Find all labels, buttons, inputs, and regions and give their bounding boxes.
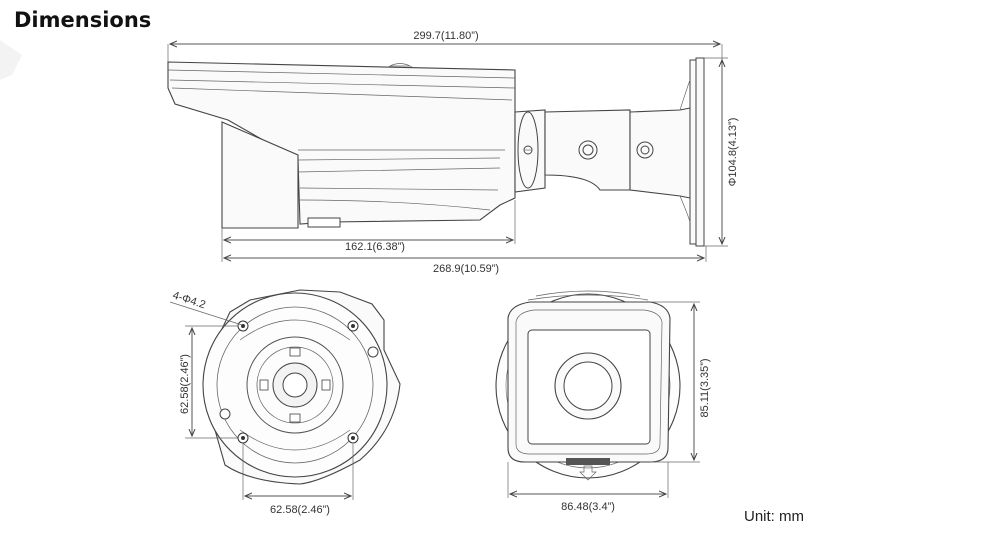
body-length-label: 268.9(10.59”) — [433, 263, 499, 275]
overall-length-label: 299.7(11.80”) — [413, 30, 478, 42]
connector-tab — [307, 217, 341, 228]
front-height-label: 85.11(3.35”) — [699, 358, 711, 417]
hole-spacing-horizontal-label: 62.58(2.46”) — [270, 504, 330, 516]
watermark-shape — [0, 40, 22, 80]
front-width-label: 86.48(3.4”) — [561, 501, 615, 513]
page-title: Dimensions — [14, 8, 152, 32]
mount-diameter-label: Φ104.8(4.13”) — [727, 118, 739, 187]
front-view: 85.11(3.35”) 86.48(3.4”) — [495, 290, 711, 513]
housing-length-label: 162.1(6.38”) — [345, 241, 405, 253]
mount-plate — [689, 59, 697, 245]
hole-spacing-vertical-label: 62.58(2.46”) — [179, 354, 191, 414]
unit-label: Unit: mm — [744, 508, 804, 525]
bottom-logo-strip — [566, 458, 610, 465]
camera-housing — [167, 61, 516, 225]
lens-shroud — [221, 121, 299, 229]
bracket-screw — [578, 140, 598, 160]
base-view: 4-Φ4.2 62.58(2.46”) 62.58(2.46”) — [169, 289, 401, 516]
side-view: 299.7(11.80”) — [167, 30, 739, 275]
